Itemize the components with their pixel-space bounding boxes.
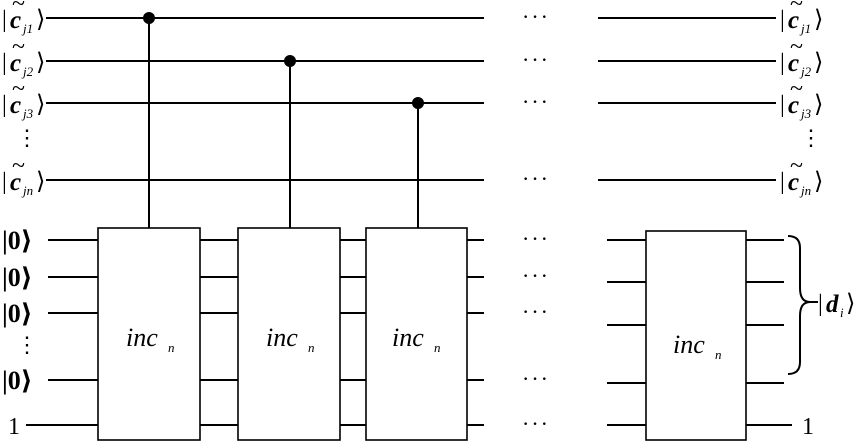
svg-text:|: |	[2, 169, 7, 195]
svg-text:~: ~	[790, 0, 803, 17]
svg-text:~: ~	[12, 34, 25, 60]
output-ket-cjn: | ~ c jn ⟩	[780, 153, 823, 198]
gate-1-sub: n	[168, 340, 175, 355]
svg-text:c: c	[788, 7, 799, 34]
gate-3-name: inc	[392, 323, 424, 352]
svg-text:j3: j3	[21, 106, 34, 121]
svg-text:~: ~	[790, 34, 803, 60]
svg-text:|: |	[780, 169, 785, 195]
svg-text:⟩: ⟩	[814, 7, 823, 33]
svg-text:⟩: ⟩	[814, 92, 823, 118]
output-labels: | ~ c j1 ⟩ | ~ c j2 ⟩ | ~ c j3 ⟩ ⋮ | ~ c…	[780, 0, 855, 440]
svg-text:⟩: ⟩	[814, 50, 823, 76]
svg-text:j1: j1	[21, 21, 33, 36]
svg-text:~: ~	[12, 76, 25, 102]
svg-text:|: |	[2, 50, 7, 76]
register-wires	[26, 239, 792, 426]
svg-text:|: |	[780, 50, 785, 76]
output-one-label: 1	[802, 414, 814, 440]
gate-2-sub: n	[308, 340, 315, 355]
input-ket-zero-1: |0⟩	[2, 226, 33, 255]
svg-text:jn: jn	[21, 183, 33, 198]
input-ket-zero-3: |0⟩	[2, 299, 33, 328]
ellipsis-row-r0: ···	[522, 226, 550, 251]
ellipsis-row-cjn: ···	[522, 166, 550, 191]
svg-text:j3: j3	[799, 106, 812, 121]
gate-1-name: inc	[126, 323, 158, 352]
svg-text:~: ~	[12, 153, 25, 179]
output-ket-d: | d i ⟩	[818, 291, 855, 320]
svg-text:j2: j2	[799, 64, 812, 79]
output-ket-cj1: | ~ c j1 ⟩	[780, 0, 823, 36]
svg-text:c: c	[10, 50, 21, 77]
output-vdots: ⋮	[800, 125, 822, 150]
input-vdots-bottom: ⋮	[16, 332, 38, 357]
input-ket-zero-4: |0⟩	[2, 366, 33, 395]
svg-text:⟩: ⟩	[814, 169, 823, 195]
svg-text:~: ~	[790, 153, 803, 179]
svg-text:⟩: ⟩	[846, 291, 855, 317]
svg-text:⟩: ⟩	[36, 50, 45, 76]
gate-2-name: inc	[266, 323, 298, 352]
svg-text:c: c	[788, 50, 799, 77]
control-dot-2	[284, 55, 296, 67]
control-dot-3	[412, 97, 424, 109]
gate-3-sub: n	[434, 340, 441, 355]
input-ket-cj1: | ~ c j1 ⟩	[2, 0, 45, 36]
input-vdots-top: ⋮	[16, 125, 38, 150]
inc-gate-3: inc n	[365, 227, 468, 441]
svg-text:c: c	[10, 169, 21, 196]
svg-text:c: c	[10, 92, 21, 119]
inc-gate-4: inc n	[645, 230, 747, 441]
svg-text:|: |	[818, 291, 823, 317]
input-ket-cj2: | ~ c j2 ⟩	[2, 34, 45, 79]
svg-text:~: ~	[12, 0, 25, 17]
gates: inc n inc n inc n inc n	[97, 227, 747, 441]
controls	[143, 12, 424, 228]
svg-text:~: ~	[790, 76, 803, 102]
control-wires	[46, 17, 776, 181]
svg-text:i: i	[840, 305, 844, 320]
input-one-label: 1	[8, 414, 20, 440]
inc-gate-1: inc n	[97, 227, 201, 441]
ellipsis-row-r2: ···	[522, 299, 550, 324]
svg-text:|: |	[2, 92, 7, 118]
ellipsis-row-r3: ···	[522, 366, 550, 391]
svg-text:d: d	[826, 291, 839, 318]
output-ket-cj3: | ~ c j3 ⟩	[780, 76, 823, 121]
svg-text:|: |	[2, 7, 7, 33]
inc-gate-2: inc n	[237, 227, 341, 441]
svg-text:⟩: ⟩	[36, 7, 45, 33]
ellipsis-row-cj1: ···	[522, 4, 550, 29]
input-ket-zero-2: |0⟩	[2, 263, 33, 292]
ellipsis-row-r1: ···	[522, 263, 550, 288]
gate-4-sub: n	[715, 347, 722, 362]
output-ket-cj2: | ~ c j2 ⟩	[780, 34, 823, 79]
svg-text:⟩: ⟩	[36, 92, 45, 118]
svg-text:c: c	[788, 92, 799, 119]
ellipsis-row-r4: ···	[522, 411, 550, 436]
svg-text:jn: jn	[799, 183, 811, 198]
svg-text:⟩: ⟩	[36, 169, 45, 195]
output-brace	[787, 235, 811, 375]
ellipsis-row-cj2: ···	[522, 47, 550, 72]
svg-text:|: |	[780, 7, 785, 33]
input-labels: | ~ c j1 ⟩ | ~ c j2 ⟩ | ~ c j3 ⟩ ⋮ | ~ c…	[2, 0, 45, 440]
ellipsis-row-cj3: ···	[522, 89, 550, 114]
gate-4-name: inc	[673, 330, 705, 359]
svg-text:c: c	[788, 169, 799, 196]
input-ket-cjn: | ~ c jn ⟩	[2, 153, 45, 198]
svg-text:|: |	[780, 92, 785, 118]
svg-text:j1: j1	[799, 21, 811, 36]
svg-text:c: c	[10, 7, 21, 34]
control-dot-1	[143, 12, 155, 24]
ellipses: ··· ··· ··· ··· ··· ··· ··· ··· ···	[522, 4, 550, 436]
svg-text:j2: j2	[21, 64, 34, 79]
input-ket-cj3: | ~ c j3 ⟩	[2, 76, 45, 121]
